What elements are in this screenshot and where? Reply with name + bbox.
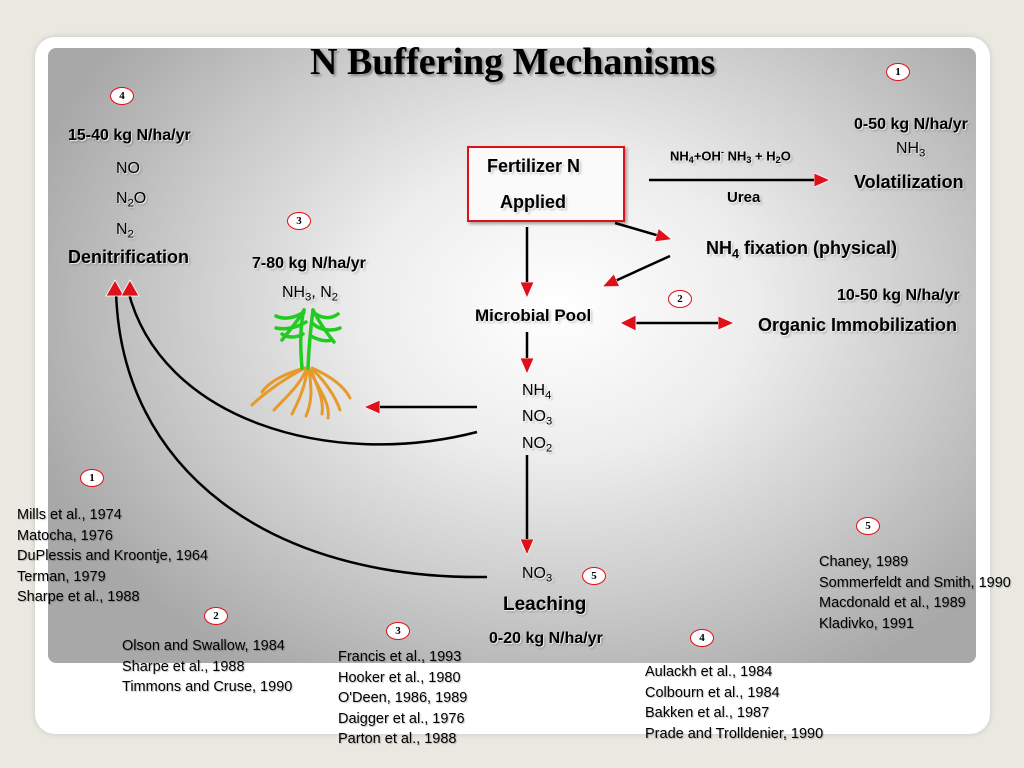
ref-badge-1: 1 [80, 469, 104, 487]
ref-item: Macdonald et al., 1989 [819, 595, 966, 611]
page-title: N Buffering Mechanisms [310, 41, 716, 83]
volatilization-species: NH3 [896, 140, 926, 160]
leaching-species: NO3 [522, 565, 553, 585]
ref-item: Sommerfeldt and Smith, 1990 [819, 574, 1011, 591]
ref-item: Prade and Trolldenier, 1990 [645, 725, 824, 742]
species-n2o: N2O [116, 190, 147, 210]
curve-leaching-to-denitrification [114, 289, 488, 579]
ref-item: Daigger et al., 1976 [338, 710, 465, 727]
ref-item: Kladivko, 1991 [819, 615, 915, 632]
ref-item: Sharpe et al., 1988 [17, 589, 140, 605]
ref-item: Terman, 1979 [17, 568, 106, 585]
ref-item: Parton et al., 1988 [338, 731, 457, 747]
species-n2: N2 [116, 220, 134, 241]
volatilization-reaction: NH4+OH- NH3 + H2O [670, 147, 791, 166]
species-no: NO [116, 160, 140, 177]
badge-volatilization: 1 [886, 63, 910, 81]
arrow-to-fixation [614, 221, 670, 239]
ref-list-4: Aulackh et al., 1984 Colbourn et al., 19… [645, 662, 823, 744]
plant-rate: 7-80 kg N/ha/yr [252, 255, 366, 272]
plant-species: NH3, N2 [282, 284, 339, 304]
curve-soil-to-denitrification [126, 289, 478, 446]
ref-badge-4: 4 [690, 629, 714, 647]
badge-immobilization: 2 [668, 290, 692, 308]
ref-item: Aulackh et al., 1984 [645, 664, 773, 680]
ref-list-2: Olson and Swallow, 1984 Sharpe et al., 1… [122, 636, 292, 698]
microbial-pool-label: Microbial Pool [475, 306, 592, 325]
ref-item: O'Deen, 1986, 1989 [338, 690, 468, 706]
soil-n-nh4: NH4 [522, 382, 552, 402]
immobilization-label: Organic Immobilization [758, 315, 958, 335]
ref-badge-3: 3 [386, 622, 410, 640]
badge-leaching: 5 [582, 567, 606, 585]
ref-badge-2: 2 [204, 607, 228, 625]
ref-item: Timmons and Cruse, 1990 [122, 679, 293, 695]
soil-n-no3: NO3 [522, 408, 553, 428]
volatilization-label: Volatilization [854, 172, 964, 192]
immobilization-rate: 10-50 kg N/ha/yr [837, 287, 960, 304]
ref-item: Matocha, 1976 [17, 527, 113, 544]
ref-item: Bakken et al., 1987 [645, 705, 770, 721]
ref-item: Francis et al., 1993 [338, 649, 462, 665]
leaching-rate: 0-20 kg N/ha/yr [489, 630, 603, 647]
arrow-fixation-to-pool [604, 254, 671, 286]
ref-item: Sharpe et al., 1988 [122, 658, 245, 675]
denitrification-species: NO N2O N2 [116, 156, 146, 247]
denitrification-rate: 15-40 kg N/ha/yr [68, 127, 191, 144]
ref-item: Hooker et al., 1980 [338, 669, 461, 686]
badge-plant: 3 [287, 212, 311, 230]
ref-badge-5: 5 [856, 517, 880, 535]
denitrification-label: Denitrification [68, 247, 190, 267]
fixation-label: NH4 fixation (physical) [706, 238, 898, 261]
urea-label: Urea [727, 189, 761, 206]
ref-list-3: Francis et al., 1993 Hooker et al., 1980… [338, 647, 467, 750]
ref-item: Chaney, 1989 [819, 554, 909, 570]
plant-illustration [250, 308, 352, 420]
volatilization-rate: 0-50 kg N/ha/yr [854, 116, 968, 133]
ref-item: Colbourn et al., 1984 [645, 684, 780, 701]
badge-denitrification: 4 [110, 87, 134, 105]
ref-list-5: Chaney, 1989 Sommerfeldt and Smith, 1990… [819, 552, 1024, 634]
ref-list-1: Mills et al., 1974 Matocha, 1976 DuPless… [17, 505, 208, 608]
fertilizer-label-2: Applied [500, 192, 566, 212]
soil-n-species: NH4 NO3 NO2 [522, 380, 552, 459]
ref-item: Mills et al., 1974 [17, 507, 122, 523]
ref-item: DuPlessis and Kroontje, 1964 [17, 548, 209, 564]
fertilizer-label-1: Fertilizer N [487, 156, 581, 176]
soil-n-no2: NO2 [522, 434, 553, 455]
leaching-label: Leaching [503, 594, 587, 615]
ref-item: Olson and Swallow, 1984 [122, 638, 285, 654]
fertilizer-box [467, 146, 625, 222]
